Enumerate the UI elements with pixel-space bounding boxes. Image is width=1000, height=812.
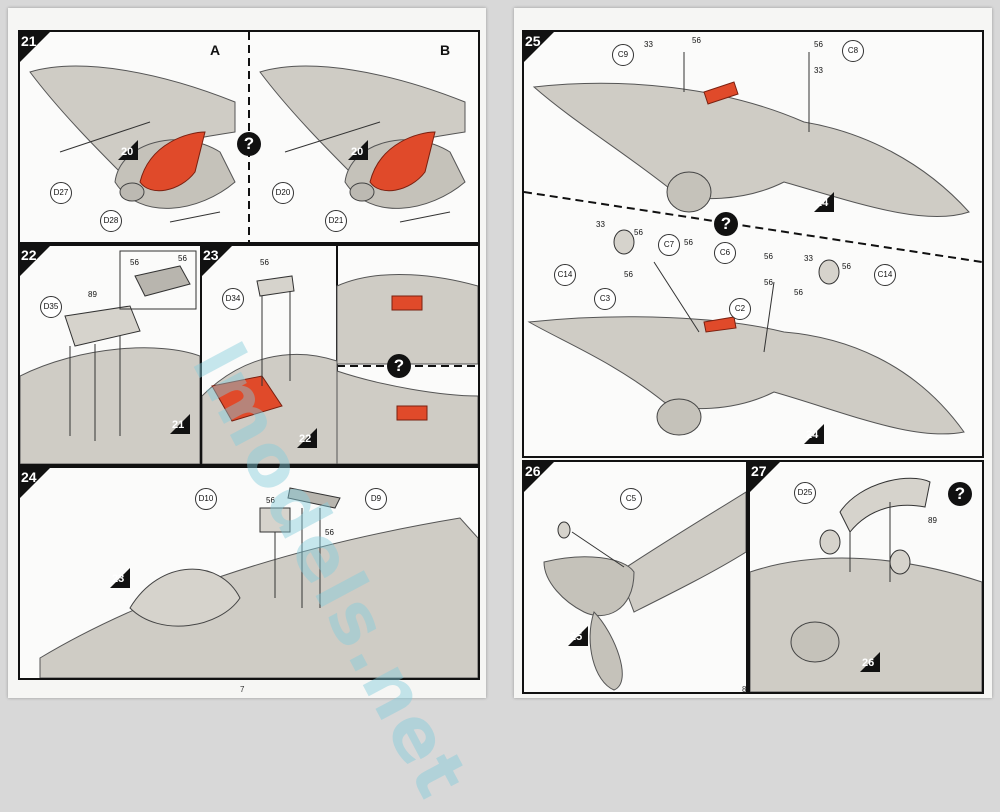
ref-number: 20 <box>121 146 134 158</box>
step-21-panel: 21 A B ? D27 D28 D20 D21 20 20 <box>18 30 480 244</box>
ref-number: 22 <box>299 433 312 445</box>
page-number: 8 <box>742 685 747 694</box>
part-callout: D28 <box>100 210 122 232</box>
help-icon: ? <box>714 212 738 236</box>
step-badge <box>20 32 50 62</box>
part-number: 33 <box>644 40 653 49</box>
part-number: 56 <box>794 288 803 297</box>
part-number: 56 <box>624 270 633 279</box>
variant-a-label: A <box>210 42 221 58</box>
part-number: 56 <box>130 258 139 267</box>
step-22-panel: 22 D35 89 56 56 21 <box>18 244 202 466</box>
step-26-drawing <box>543 491 746 691</box>
help-icon: ? <box>387 354 411 378</box>
part-number: 56 <box>325 528 334 537</box>
part-number: 33 <box>814 66 823 75</box>
part-callout: D35 <box>40 296 62 318</box>
step-21-drawing <box>29 32 466 242</box>
ref-triangle <box>110 568 130 588</box>
part-number: 56 <box>260 258 269 267</box>
part-callout: C6 <box>714 242 736 264</box>
ref-triangle <box>297 428 317 448</box>
ref-number: 25 <box>570 631 583 643</box>
ref-triangle <box>118 140 138 160</box>
ref-triangle <box>804 424 824 444</box>
part-callout: D9 <box>365 488 387 510</box>
instruction-page-7: 21 A B ? D27 D28 D20 D21 20 20 22 D35 89… <box>8 8 486 698</box>
step-25-panel: 25 C9 C8 33 56 56 33 ? 24 33 56 C14 56 C… <box>522 30 984 458</box>
part-number: 33 <box>804 254 813 263</box>
step-badge <box>20 468 50 498</box>
part-callout: D20 <box>272 182 294 204</box>
part-callout: C5 <box>620 488 642 510</box>
step-number: 26 <box>525 463 541 479</box>
part-number: 56 <box>634 228 643 237</box>
part-callout: D25 <box>794 482 816 504</box>
step-badge <box>750 462 780 492</box>
step-number: 21 <box>21 33 37 49</box>
part-callout: C2 <box>729 298 751 320</box>
part-callout: D27 <box>50 182 72 204</box>
part-number: 33 <box>596 220 605 229</box>
part-number: 56 <box>764 252 773 261</box>
ref-number: 23 <box>112 573 125 585</box>
part-number: 56 <box>814 40 823 49</box>
part-callout: C14 <box>874 264 896 286</box>
step-badge <box>202 246 232 276</box>
part-number: 56 <box>692 36 701 45</box>
step-23-drawing <box>202 246 478 464</box>
step-22-drawing <box>20 250 200 464</box>
help-icon: ? <box>237 132 261 156</box>
step-24-drawing <box>39 487 478 678</box>
part-callout: C9 <box>612 44 634 66</box>
part-callout: C8 <box>842 40 864 62</box>
step-badge <box>524 462 554 492</box>
step-26-panel: 26 C5 25 <box>522 460 748 694</box>
page-number: 7 <box>240 685 245 694</box>
ref-number: 21 <box>172 419 185 431</box>
step-23-panel: 23 D34 56 ? 22 <box>200 244 480 466</box>
part-callout: C7 <box>658 234 680 256</box>
ref-number: 26 <box>862 657 875 669</box>
step-number: 25 <box>525 33 541 49</box>
part-number: 56 <box>684 238 693 247</box>
step-badge <box>20 246 50 276</box>
instruction-page-8: 25 C9 C8 33 56 56 33 ? 24 33 56 C14 56 C… <box>514 8 992 698</box>
part-number: 56 <box>842 262 851 271</box>
ref-triangle <box>814 192 834 212</box>
variant-b-label: B <box>440 42 451 58</box>
step-number: 27 <box>751 463 767 479</box>
ref-number: 20 <box>351 146 364 158</box>
part-callout: D34 <box>222 288 244 310</box>
part-callout: D21 <box>325 210 347 232</box>
part-number: 89 <box>88 290 97 299</box>
step-27-panel: 27 D25 89 ? 26 <box>748 460 984 694</box>
ref-triangle <box>568 626 588 646</box>
step-24-panel: 24 D10 D9 56 56 23 <box>18 466 480 680</box>
part-callout: C3 <box>594 288 616 310</box>
step-number: 23 <box>203 247 219 263</box>
part-callout: D10 <box>195 488 217 510</box>
step-27-drawing <box>750 477 982 692</box>
ref-number: 24 <box>816 197 829 209</box>
ref-triangle <box>860 652 880 672</box>
step-25-drawing <box>524 52 982 436</box>
part-number: 56 <box>266 496 275 505</box>
ref-triangle <box>170 414 190 434</box>
part-number: 56 <box>178 254 187 263</box>
ref-triangle <box>348 140 368 160</box>
step-badge <box>524 32 554 62</box>
step-number: 22 <box>21 247 37 263</box>
part-number: 89 <box>928 516 937 525</box>
step-number: 24 <box>21 469 37 485</box>
part-number: 56 <box>764 278 773 287</box>
help-icon: ? <box>948 482 972 506</box>
part-callout: C14 <box>554 264 576 286</box>
ref-number: 24 <box>806 429 819 441</box>
